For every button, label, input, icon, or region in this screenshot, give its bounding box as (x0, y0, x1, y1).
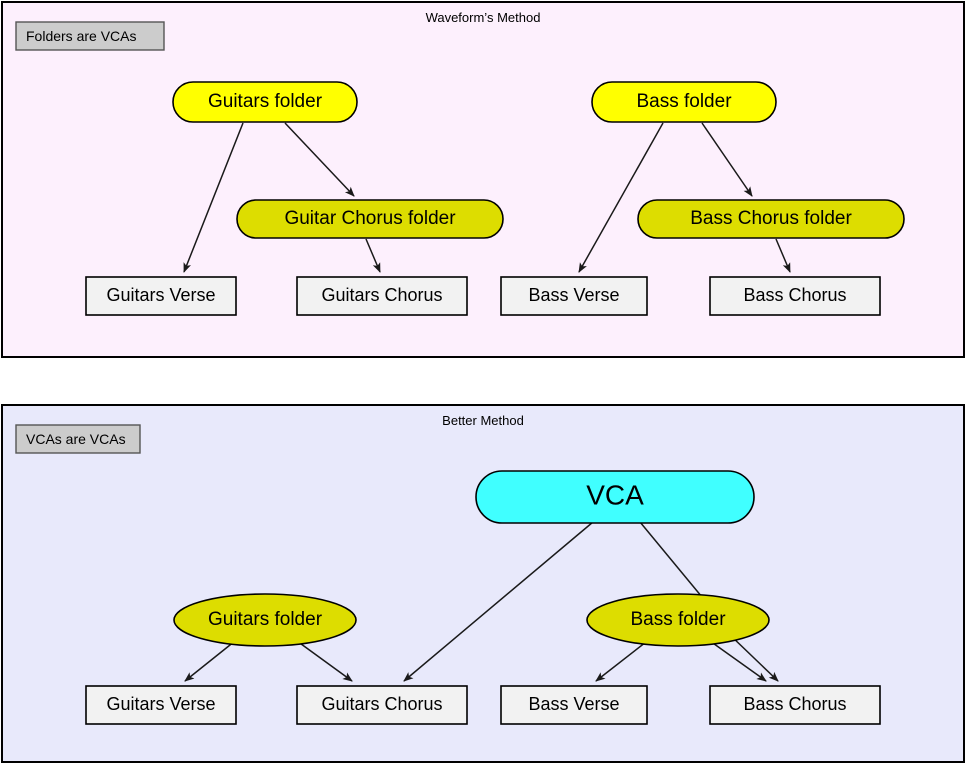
node-guitars-verse-2[interactable]: Guitars Verse (85, 685, 237, 725)
edge-guitar-chorus-folder-to-guitars-chorus (365, 238, 381, 273)
node-label-guitars-folder: Guitars folder (208, 91, 323, 112)
node-guitars-folder[interactable]: Guitars folder (172, 81, 358, 123)
edge-bass-folder-to-bass-chorus-folder (701, 122, 753, 197)
legend-box-better-method (15, 424, 141, 454)
panel-title-better-method: Better Method (442, 413, 524, 428)
legend-box-waveform-method (15, 21, 165, 51)
node-label-guitars-verse: Guitars Verse (106, 285, 215, 305)
edge-bass-folder-2-to-bass-verse-2 (595, 641, 647, 682)
node-shape-bass-verse-2[interactable] (500, 685, 648, 725)
node-guitar-chorus-folder[interactable]: Guitar Chorus folder (236, 199, 504, 239)
edge-guitars-folder-to-guitar-chorus-folder (284, 122, 355, 197)
edge-guitars-folder-2-to-guitars-verse-2 (184, 640, 236, 682)
node-guitars-chorus-2[interactable]: Guitars Chorus (296, 685, 468, 725)
legend-label-better-method: VCAs are VCAs (26, 431, 126, 447)
edge-guitars-folder-2-to-guitars-chorus-2 (296, 640, 353, 682)
node-bass-chorus-folder[interactable]: Bass Chorus folder (637, 199, 905, 239)
node-shape-bass-chorus-folder[interactable] (637, 199, 905, 239)
node-bass-folder-2[interactable]: Bass folder (586, 593, 770, 647)
node-guitars-folder-2[interactable]: Guitars folder (173, 593, 357, 647)
node-label-bass-verse-2: Bass Verse (528, 694, 619, 714)
node-shape-guitars-chorus[interactable] (296, 276, 468, 316)
node-label-bass-chorus: Bass Chorus (743, 285, 846, 305)
panel-title-waveform-method: Waveform’s Method (426, 10, 541, 25)
edge-bass-folder-2-to-bass-chorus-2 (709, 640, 767, 682)
node-bass-folder[interactable]: Bass folder (591, 81, 777, 123)
node-shape-bass-chorus[interactable] (709, 276, 881, 316)
node-shape-guitars-chorus-2[interactable] (296, 685, 468, 725)
node-label-guitars-chorus-2: Guitars Chorus (321, 694, 442, 714)
node-shape-vca[interactable] (475, 470, 755, 524)
node-label-guitars-folder-2: Guitars folder (208, 609, 323, 630)
node-shape-guitars-verse-2[interactable] (85, 685, 237, 725)
node-label-bass-folder-2: Bass folder (630, 609, 726, 630)
edge-bass-folder-to-bass-verse (578, 122, 664, 273)
node-label-guitars-chorus: Guitars Chorus (321, 285, 442, 305)
edge-guitars-folder-to-guitars-verse (183, 122, 244, 273)
node-guitars-chorus[interactable]: Guitars Chorus (296, 276, 468, 316)
node-label-bass-chorus-2: Bass Chorus (743, 694, 846, 714)
node-label-bass-verse: Bass Verse (528, 285, 619, 305)
node-shape-bass-chorus-2[interactable] (709, 685, 881, 725)
node-bass-chorus-2[interactable]: Bass Chorus (709, 685, 881, 725)
node-bass-verse[interactable]: Bass Verse (500, 276, 648, 316)
edge-vca-to-bass-folder-2 (639, 521, 703, 598)
legend-label-waveform-method: Folders are VCAs (26, 28, 136, 44)
node-label-vca: VCA (586, 479, 644, 510)
node-bass-chorus[interactable]: Bass Chorus (709, 276, 881, 316)
node-label-bass-folder: Bass folder (636, 91, 732, 112)
edge-bass-folder-2-to-bass-chorus-2-alt (728, 633, 779, 682)
node-guitars-verse[interactable]: Guitars Verse (85, 276, 237, 316)
node-shape-guitars-folder[interactable] (172, 81, 358, 123)
node-label-bass-chorus-folder: Bass Chorus folder (690, 208, 852, 229)
node-shape-guitars-verse[interactable] (85, 276, 237, 316)
node-label-guitars-verse-2: Guitars Verse (106, 694, 215, 714)
node-vca[interactable]: VCA (475, 470, 755, 524)
node-bass-verse-2[interactable]: Bass Verse (500, 685, 648, 725)
node-shape-bass-folder-2[interactable] (586, 593, 770, 647)
node-shape-bass-folder[interactable] (591, 81, 777, 123)
node-shape-guitar-chorus-folder[interactable] (236, 199, 504, 239)
edge-bass-chorus-folder-to-bass-chorus (775, 238, 791, 273)
edge-vca-to-guitars-chorus-2 (403, 521, 594, 682)
node-shape-bass-verse[interactable] (500, 276, 648, 316)
node-label-guitar-chorus-folder: Guitar Chorus folder (284, 208, 456, 229)
node-shape-guitars-folder-2[interactable] (173, 593, 357, 647)
